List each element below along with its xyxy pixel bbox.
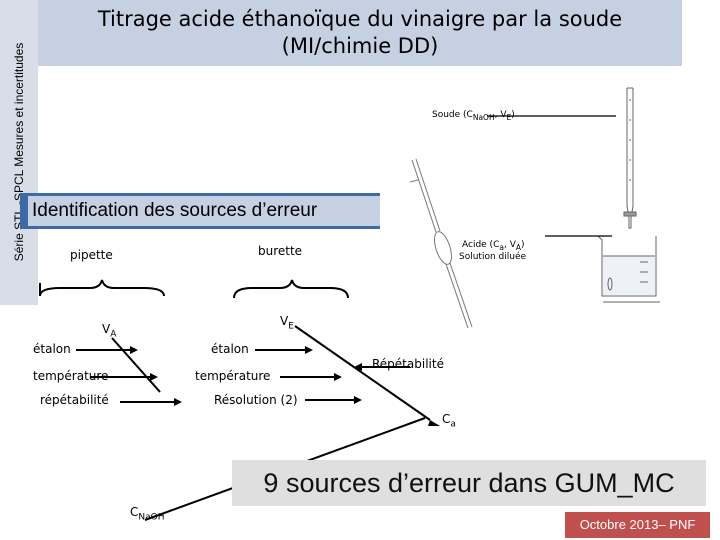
cnaoh-label: CNaOH bbox=[130, 505, 165, 522]
etalon-left-label: étalon bbox=[33, 342, 71, 356]
acide-label: Acide (Ca, VA) Solution diluée bbox=[459, 240, 527, 262]
pipette-label: pipette bbox=[70, 248, 113, 262]
footer-badge: Octobre 2013– PNF bbox=[565, 512, 710, 538]
sidebar-band bbox=[0, 0, 38, 305]
va-label: VA bbox=[102, 322, 116, 339]
acide-sub2: A bbox=[515, 242, 521, 252]
soude-text: Soude (C bbox=[432, 110, 473, 120]
repetabilite-left-label: répétabilité bbox=[40, 393, 109, 407]
title-box: Titrage acide éthanoïque du vinaigre par… bbox=[38, 0, 682, 66]
burette-drawing bbox=[623, 87, 637, 229]
brace-burette-shape bbox=[233, 279, 349, 299]
title-line-1: Titrage acide éthanoïque du vinaigre par… bbox=[97, 7, 623, 31]
soude-tail: , V bbox=[494, 110, 507, 120]
acide-text: Acide (C bbox=[462, 240, 500, 250]
ve-sub: E bbox=[288, 321, 294, 332]
va-main: V bbox=[102, 322, 111, 336]
resolution-label: Résolution (2) bbox=[214, 393, 298, 407]
ve-main: V bbox=[280, 314, 289, 328]
summary-banner: 9 sources d’erreur dans GUM_MC bbox=[232, 460, 706, 506]
section-heading: Identification des sources d’erreur bbox=[28, 196, 380, 226]
soude-end: ) bbox=[511, 110, 515, 120]
etalon-right-label: étalon bbox=[211, 342, 249, 356]
temperature-right-label: température bbox=[195, 369, 271, 383]
arrow-heads bbox=[130, 346, 440, 426]
acide-end: ) bbox=[521, 240, 525, 250]
temperature-left-label: température bbox=[33, 369, 109, 383]
cnaoh-sub: NaOH bbox=[138, 512, 165, 523]
soude-sub2: E bbox=[506, 112, 512, 122]
pipette-drawing bbox=[409, 158, 473, 329]
brace-pipette-shape bbox=[39, 279, 165, 297]
acide-mid: , V bbox=[503, 240, 516, 250]
ca-main: C bbox=[442, 412, 451, 426]
va-sub: A bbox=[110, 329, 117, 340]
soude-label: Soude (CNaOH, VE) bbox=[432, 110, 515, 122]
summary-banner-text: 9 sources d’erreur dans GUM_MC bbox=[263, 468, 675, 498]
burette-label: burette bbox=[258, 244, 303, 258]
soude-sub: NaOH bbox=[472, 112, 495, 122]
acide-line-2: Solution diluée bbox=[459, 251, 527, 262]
beaker-drawing bbox=[597, 235, 660, 303]
acide-sub: a bbox=[499, 242, 504, 252]
ca-sub: a bbox=[450, 419, 456, 430]
title-line-2: (MI/chimie DD) bbox=[281, 34, 439, 58]
ve-label: VE bbox=[280, 314, 294, 331]
repetabilite-right-label: Répétabilité bbox=[372, 357, 444, 371]
ca-label: Ca bbox=[442, 412, 456, 429]
cnaoh-main: C bbox=[130, 505, 139, 519]
